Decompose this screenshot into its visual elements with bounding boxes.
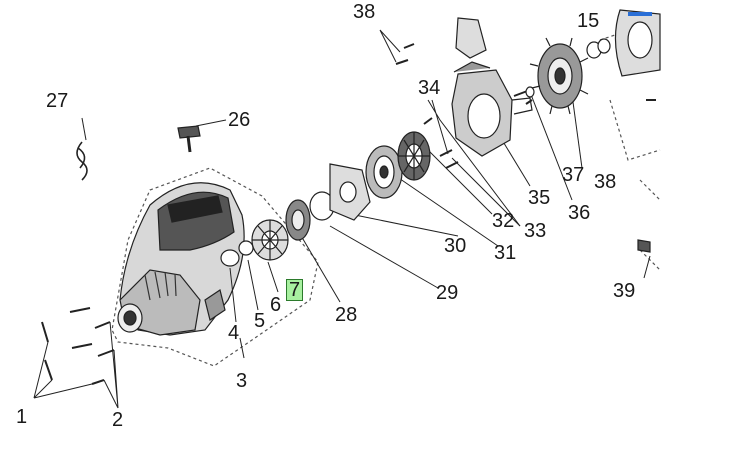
clutch-shoe bbox=[285, 199, 311, 241]
label-part-3: 3 bbox=[236, 370, 248, 392]
label-part-35: 35 bbox=[528, 187, 551, 209]
label-part-28: 28 bbox=[335, 304, 358, 326]
label-part-5: 5 bbox=[254, 310, 266, 332]
label-part-30: 30 bbox=[444, 235, 467, 257]
label-part-32: 32 bbox=[492, 210, 515, 232]
screws-left bbox=[41, 307, 115, 385]
starter-reel bbox=[397, 131, 431, 181]
spoked-disk bbox=[251, 219, 289, 261]
label-part-39: 39 bbox=[613, 280, 636, 302]
label-part-33: 33 bbox=[524, 220, 547, 242]
ignition-module bbox=[455, 17, 487, 59]
engine-housing bbox=[117, 182, 245, 336]
small-part-39 bbox=[637, 239, 651, 253]
label-part-7-highlighted[interactable]: 7 bbox=[286, 279, 304, 301]
recoil-cover bbox=[451, 61, 533, 157]
knob-part bbox=[177, 125, 201, 153]
label-part-38-top: 38 bbox=[353, 1, 376, 23]
label-part-36: 36 bbox=[568, 202, 591, 224]
label-part-29: 29 bbox=[436, 282, 459, 304]
hairpin-clip bbox=[76, 141, 88, 181]
label-part-26: 26 bbox=[228, 109, 251, 131]
label-part-4: 4 bbox=[228, 322, 240, 344]
label-part-38: 38 bbox=[594, 171, 617, 193]
label-part-34: 34 bbox=[418, 77, 441, 99]
label-part-1: 1 bbox=[16, 406, 28, 428]
housing-plate bbox=[329, 163, 371, 221]
label-part-37: 37 bbox=[562, 164, 585, 186]
assembly-outline bbox=[111, 167, 319, 367]
recoil-pulley bbox=[365, 145, 403, 199]
flywheel bbox=[529, 37, 589, 115]
label-part-15: 15 bbox=[577, 10, 600, 32]
label-part-6: 6 bbox=[270, 294, 282, 316]
label-part-27: 27 bbox=[46, 90, 69, 112]
label-part-31: 31 bbox=[494, 242, 517, 264]
label-part-2: 2 bbox=[112, 409, 124, 431]
washer-part bbox=[220, 249, 240, 267]
